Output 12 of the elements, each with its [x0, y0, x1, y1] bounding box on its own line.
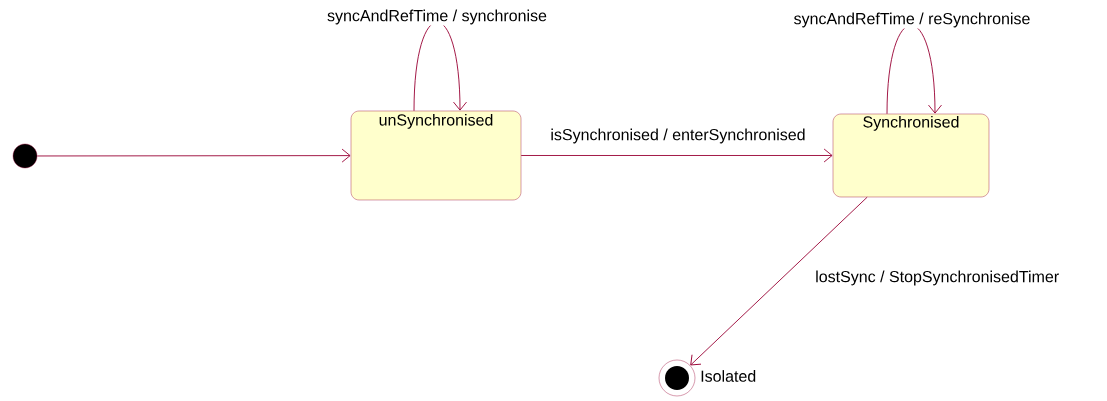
- edge-label: syncAndRefTime / reSynchronise: [792, 11, 1032, 29]
- transition-arrow: [36, 148, 351, 163]
- edge-label: lostSync / StopSynchronisedTimer: [814, 269, 1061, 287]
- transition-arrow: [520, 148, 833, 163]
- edge-label: isSynchronised / enterSynchronised: [549, 127, 807, 145]
- state-label: Isolated: [701, 370, 756, 382]
- initial-state: [12, 143, 38, 169]
- transition-arrow: [690, 196, 868, 366]
- state-box: Synchronised: [832, 113, 990, 198]
- final-state: [658, 359, 696, 397]
- state-box: unSynchronised: [350, 110, 522, 201]
- edge-label: syncAndRefTime / synchronise: [326, 8, 548, 26]
